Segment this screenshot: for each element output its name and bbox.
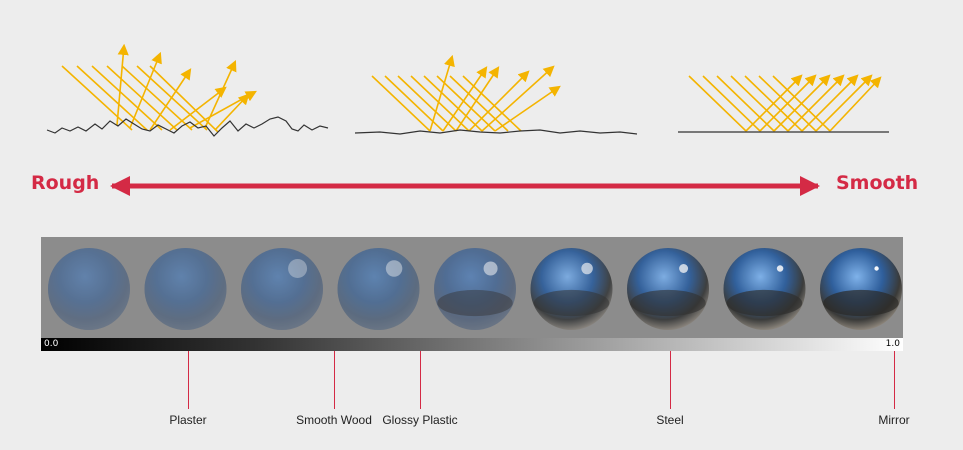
- sphere-body: [241, 248, 323, 330]
- sphere-highlight: [483, 261, 498, 276]
- incident-rays-rough: [61, 65, 219, 133]
- marker-line: [334, 351, 335, 409]
- rough-surface-line: [46, 116, 329, 137]
- incident-rays-semi: [371, 75, 522, 132]
- rough-surface-illustration: [46, 43, 329, 137]
- rough-label: Rough: [31, 172, 100, 194]
- sphere-highlight: [776, 265, 784, 272]
- material-sphere: [337, 248, 420, 330]
- sphere-highlight: [679, 264, 689, 273]
- semi-rough-surface-line: [354, 129, 638, 135]
- marker-label: Mirror: [878, 413, 910, 427]
- marker-line: [420, 351, 421, 409]
- smoothness-scale-bar: 0.0 1.0: [41, 338, 903, 351]
- sphere-panel: [41, 237, 903, 338]
- marker-line: [670, 351, 671, 409]
- sphere-reflection-band: [823, 289, 899, 317]
- reflected-rays-flat: [745, 74, 882, 132]
- reflected-rays-semi: [429, 54, 561, 132]
- scale-max-label: 1.0: [885, 339, 900, 349]
- sphere-row: [48, 248, 902, 330]
- sphere-roughness-veil: [627, 248, 709, 330]
- sphere-reflection-band: [726, 289, 803, 317]
- sphere-highlight: [581, 262, 593, 275]
- sphere-highlight: [288, 259, 308, 278]
- sphere-roughness-veil: [434, 248, 516, 330]
- material-sphere: [241, 248, 323, 330]
- scale-min-label: 0.0: [44, 339, 59, 349]
- sphere-reflection-band: [533, 289, 610, 317]
- reflected-rays-rough: [116, 43, 257, 131]
- material-sphere: [144, 248, 227, 330]
- marker-label: Plaster: [169, 413, 207, 427]
- sphere-roughness-veil: [144, 248, 227, 330]
- smooth-label: Smooth: [836, 172, 919, 194]
- sphere-reflection-band: [437, 289, 513, 317]
- sphere-roughness-veil: [337, 248, 420, 330]
- sphere-highlight: [874, 266, 879, 271]
- sphere-roughness-veil: [530, 248, 613, 330]
- marker-label: Smooth Wood: [296, 413, 372, 427]
- sphere-body: [144, 248, 227, 330]
- sphere-body: [48, 248, 130, 330]
- semi-rough-surface-illustration: [354, 54, 638, 135]
- incident-rays-flat: [688, 75, 831, 132]
- material-sphere: [48, 248, 130, 330]
- material-sphere: [723, 248, 806, 330]
- sphere-roughness-veil: [241, 248, 323, 330]
- flat-surface-illustration: [678, 74, 889, 133]
- sphere-roughness-veil: [48, 248, 130, 330]
- marker-line: [894, 351, 895, 409]
- sphere-reflection-band: [630, 289, 706, 317]
- sphere-roughness-veil: [723, 248, 806, 330]
- marker-label: Glossy Plastic: [382, 413, 458, 427]
- material-sphere: [820, 248, 902, 330]
- material-sphere: [530, 248, 613, 330]
- marker-line: [188, 351, 189, 409]
- marker-label: Steel: [656, 413, 684, 427]
- material-sphere: [627, 248, 709, 330]
- material-sphere: [434, 248, 516, 330]
- sphere-highlight: [385, 260, 403, 277]
